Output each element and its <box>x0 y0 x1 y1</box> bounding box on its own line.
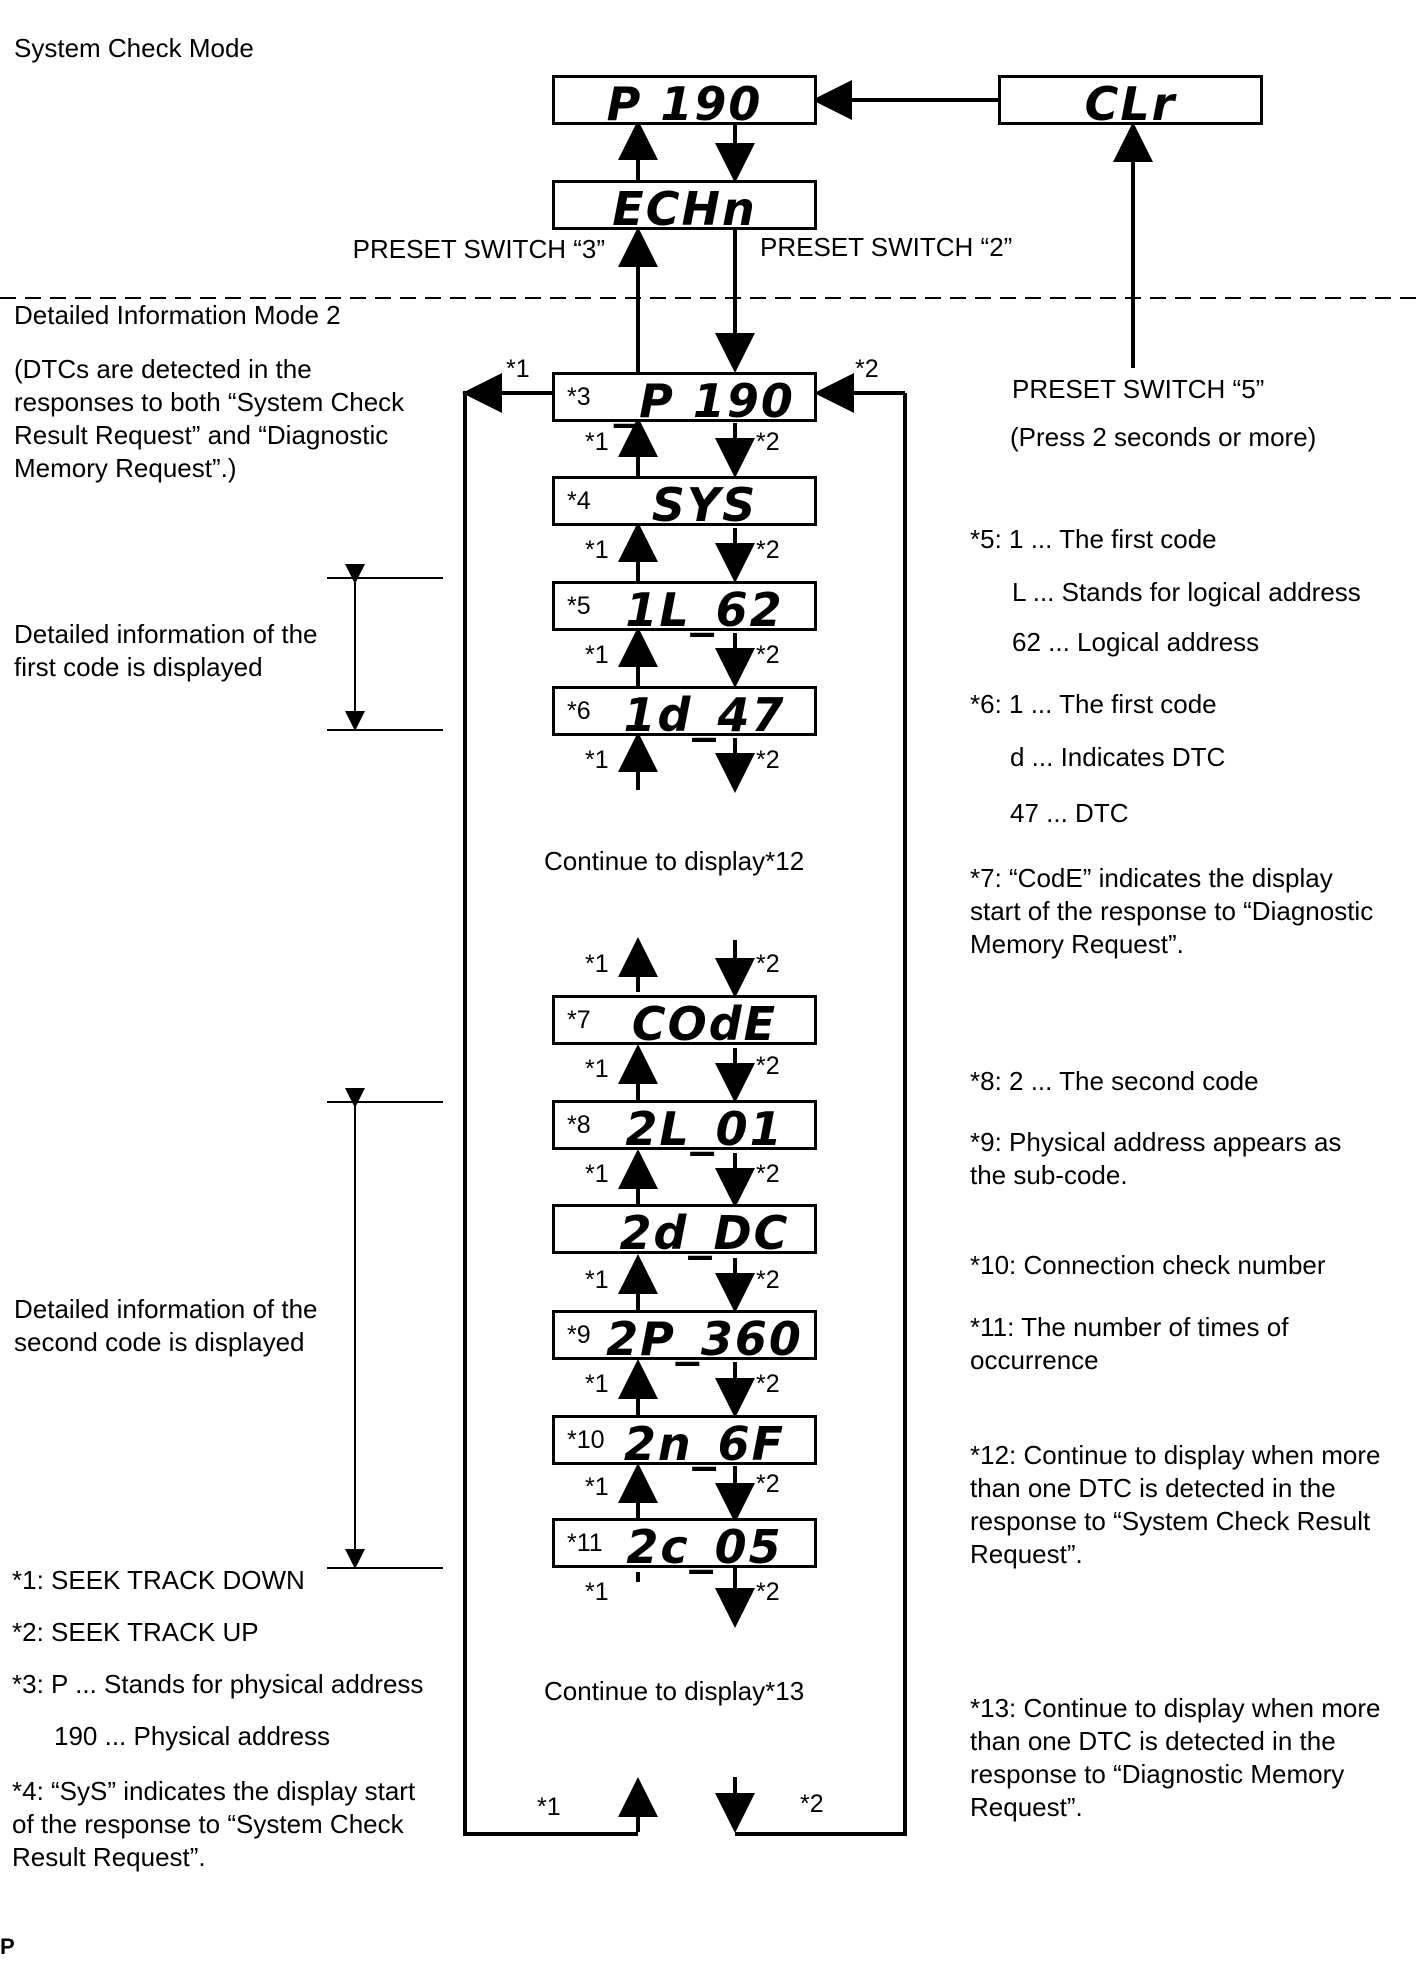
arrow-label-2: *2 <box>756 641 780 669</box>
left-note: Result Request”. <box>12 1842 206 1872</box>
display-8: *8 2L_01 <box>552 1100 817 1156</box>
arrow-label-1: *1 <box>585 1266 609 1294</box>
arrow-label-2: *2 <box>855 355 879 383</box>
display-dc: 2d_DC <box>552 1204 817 1260</box>
left-note: *4: “SyS” indicates the display start <box>12 1776 416 1806</box>
note-10: *10: Connection check number <box>970 1250 1326 1280</box>
note-5: L ... Stands for logical address <box>1012 577 1361 607</box>
left-note: 190 ... Physical address <box>54 1721 331 1751</box>
note-13: *13: Continue to display when more <box>970 1693 1381 1723</box>
arrow-label-2: *2 <box>756 746 780 774</box>
left-note: *2: SEEK TRACK UP <box>12 1617 259 1647</box>
arrow-label-1: *1 <box>585 1370 609 1398</box>
first-code-note: Detailed information of the <box>14 619 318 649</box>
loop-line-right <box>735 393 907 1836</box>
arrow-label-1: *1 <box>585 536 609 564</box>
note-7: Memory Request”. <box>970 929 1184 959</box>
note-13: Request”. <box>970 1792 1083 1822</box>
note-5: 62 ... Logical address <box>1012 627 1260 657</box>
arrow-label-2: *2 <box>756 1266 780 1294</box>
display-6: *6 1d_47 <box>552 686 817 742</box>
mode1-title: System Check Mode <box>14 33 254 63</box>
arrow-label-2: *2 <box>756 1052 780 1080</box>
note-9: *9: Physical address appears as <box>970 1127 1342 1157</box>
note-8: *8: 2 ... The second code <box>970 1066 1259 1096</box>
arrow-label-1: *1 <box>585 1055 609 1083</box>
preset2-label: PRESET SWITCH “2” <box>760 232 1013 262</box>
arrow-label-2: *2 <box>756 1160 780 1188</box>
arrow-label-1: *1 <box>585 1578 609 1606</box>
preset5-label: PRESET SWITCH “5” <box>1012 374 1265 404</box>
note-6: d ... Indicates DTC <box>1010 742 1226 772</box>
second-code-note: Detailed information of the <box>14 1294 318 1324</box>
dtc-note: Memory Request”.) <box>14 453 237 483</box>
display-10: *10 2n_6F <box>552 1415 817 1471</box>
left-note: *3: P ... Stands for physical address <box>12 1669 424 1699</box>
note-6: 47 ... DTC <box>1010 798 1129 828</box>
note-9: the sub-code. <box>970 1160 1128 1190</box>
arrow-label-1: *1 <box>585 746 609 774</box>
display-5: *5 1L_62 <box>552 581 817 637</box>
arrow-label-1: *1 <box>585 641 609 669</box>
arrow-label-2: *2 <box>756 428 780 456</box>
note-12: than one DTC is detected in the <box>970 1473 1336 1503</box>
continue-13: Continue to display*13 <box>544 1676 805 1706</box>
arrow-label-2: *2 <box>800 1790 824 1818</box>
arrow-label-2: *2 <box>756 1578 780 1606</box>
arrow-label-2: *2 <box>756 1370 780 1398</box>
first-code-note: first code is displayed <box>14 652 263 682</box>
arrow-label-1: *1 <box>585 1160 609 1188</box>
note-13: response to “Diagnostic Memory <box>970 1759 1345 1789</box>
arrow-label-2: *2 <box>756 1470 780 1498</box>
note-7: start of the response to “Diagnostic <box>970 896 1374 926</box>
left-note: *1: SEEK TRACK DOWN <box>12 1565 305 1595</box>
note-11: *11: The number of times of <box>970 1312 1289 1342</box>
arrow-label-2: *2 <box>756 536 780 564</box>
note-12: Request”. <box>970 1539 1083 1569</box>
display-3: *3 _P 190 <box>552 372 817 428</box>
arrow-label-1: *1 <box>585 428 609 456</box>
note-12: response to “System Check Result <box>970 1506 1371 1536</box>
display-p190: P 190 <box>552 75 817 131</box>
preset3-label: PRESET SWITCH “3” <box>352 234 605 264</box>
dtc-note: Result Request” and “Diagnostic <box>14 420 389 450</box>
press-2s-label: (Press 2 seconds or more) <box>1010 422 1317 452</box>
note-12: *12: Continue to display when more <box>970 1440 1381 1470</box>
second-code-note: second code is displayed <box>14 1327 305 1357</box>
arrow-label-1: *1 <box>537 1793 561 1821</box>
arrow-label-2: *2 <box>756 950 780 978</box>
note-5: *5: 1 ... The first code <box>970 524 1217 554</box>
arrow-label-1: *1 <box>585 950 609 978</box>
dtc-note: (DTCs are detected in the <box>14 354 312 384</box>
note-13: than one DTC is detected in the <box>970 1726 1336 1756</box>
left-note: of the response to “System Check <box>12 1809 404 1839</box>
display-7: *7 COdE <box>552 995 817 1051</box>
display-clr: CLr <box>998 75 1263 131</box>
arrow-label-1: *1 <box>585 1473 609 1501</box>
footer-mark: P <box>0 1934 15 1959</box>
display-11: *11 2c_05 <box>552 1518 817 1574</box>
note-11: occurrence <box>970 1345 1099 1375</box>
arrow-label-1: *1 <box>506 355 530 383</box>
note-7: *7: “CodE” indicates the display <box>970 863 1333 893</box>
mode2-title: Detailed Information Mode 2 <box>14 300 341 330</box>
display-9: *9 2P_360 <box>552 1310 817 1366</box>
note-6: *6: 1 ... The first code <box>970 689 1217 719</box>
dtc-note: responses to both “System Check <box>14 387 405 417</box>
display-4: *4 SYS <box>552 476 817 532</box>
display-echn: ECHn <box>552 180 817 236</box>
continue-12: Continue to display*12 <box>544 846 805 876</box>
